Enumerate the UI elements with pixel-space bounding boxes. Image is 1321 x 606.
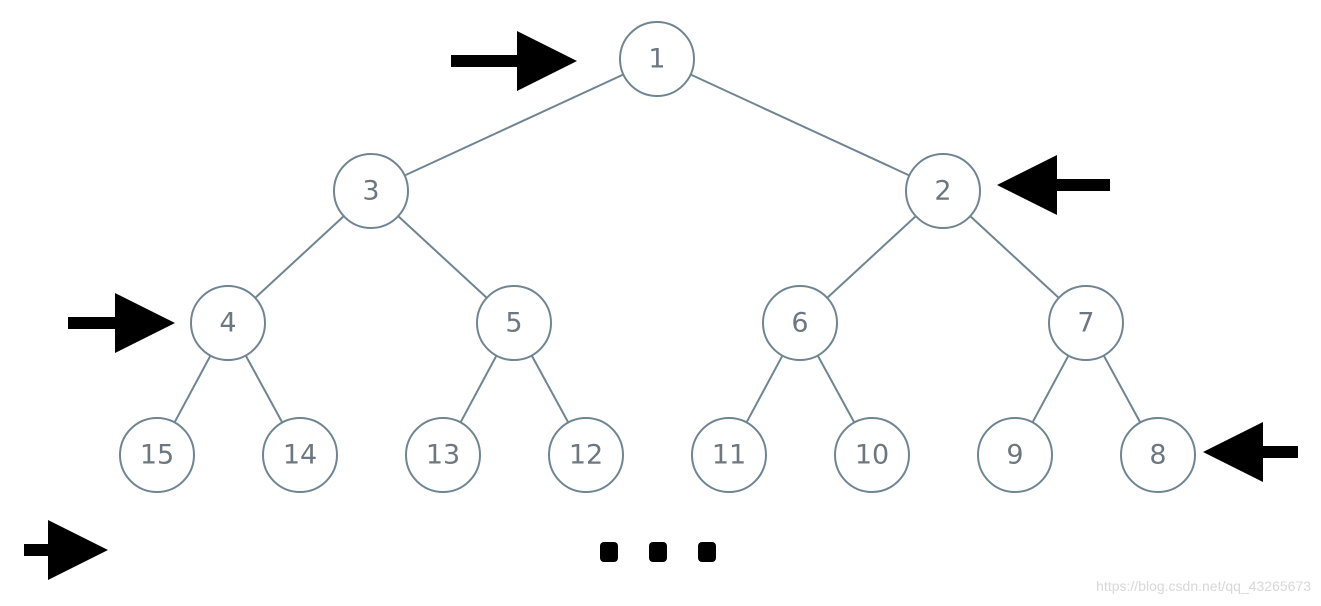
tree-node-label: 6 bbox=[791, 308, 808, 339]
ellipsis-dot bbox=[600, 542, 618, 562]
tree-node: 2 bbox=[905, 153, 981, 229]
tree-node: 11 bbox=[691, 417, 767, 493]
tree-node-label: 8 bbox=[1149, 440, 1166, 471]
tree-node-circle bbox=[405, 417, 481, 493]
tree-edge bbox=[826, 215, 917, 299]
tree-node-label: 14 bbox=[283, 440, 317, 471]
tree-edge bbox=[254, 215, 345, 299]
tree-node: 12 bbox=[548, 417, 624, 493]
tree-node-circle bbox=[977, 417, 1053, 493]
tree-node-label: 13 bbox=[426, 440, 460, 471]
tree-node: 14 bbox=[262, 417, 338, 493]
arrow-right-icon bbox=[68, 293, 175, 353]
tree-edge bbox=[173, 355, 212, 423]
tree-edge bbox=[816, 355, 856, 423]
arrow-left-icon bbox=[1203, 422, 1298, 482]
tree-node: 9 bbox=[977, 417, 1053, 493]
arrow-right-icon bbox=[24, 520, 108, 580]
tree-node: 5 bbox=[476, 285, 552, 361]
tree-edge bbox=[1102, 355, 1142, 423]
tree-node-label: 7 bbox=[1077, 308, 1094, 339]
tree-node-circle bbox=[190, 285, 266, 361]
tree-node: 10 bbox=[834, 417, 910, 493]
tree-node-circle bbox=[119, 417, 195, 493]
tree-node-label: 11 bbox=[712, 440, 746, 471]
tree-edge bbox=[1031, 355, 1070, 423]
tree-node-label: 9 bbox=[1006, 440, 1023, 471]
tree-node-circle bbox=[548, 417, 624, 493]
tree-node-label: 5 bbox=[505, 308, 522, 339]
tree-node: 15 bbox=[119, 417, 195, 493]
arrow-left-icon bbox=[997, 155, 1110, 215]
arrow-right-icon bbox=[451, 31, 577, 91]
tree-edge bbox=[530, 355, 570, 423]
tree-node: 4 bbox=[190, 285, 266, 361]
tree-edge bbox=[745, 355, 784, 423]
tree-node-circle bbox=[262, 417, 338, 493]
tree-node-circle bbox=[333, 153, 409, 229]
tree-edge bbox=[404, 73, 624, 177]
tree-node: 1 bbox=[619, 21, 695, 97]
tree-node-circle bbox=[476, 285, 552, 361]
tree-node-label: 4 bbox=[219, 308, 236, 339]
tree-node-circle bbox=[619, 21, 695, 97]
tree-node-circle bbox=[1048, 285, 1124, 361]
tree-node: 6 bbox=[762, 285, 838, 361]
tree-node-circle bbox=[762, 285, 838, 361]
tree-node-circle bbox=[691, 417, 767, 493]
tree-node: 3 bbox=[333, 153, 409, 229]
tree-edge bbox=[459, 355, 498, 423]
tree-node-label: 1 bbox=[648, 44, 665, 75]
tree-node-label: 12 bbox=[569, 440, 603, 471]
tree-node-label: 3 bbox=[362, 176, 379, 207]
tree-node-circle bbox=[905, 153, 981, 229]
tree-node: 8 bbox=[1120, 417, 1196, 493]
ellipsis-dots bbox=[600, 542, 716, 562]
level-arrows bbox=[24, 31, 1298, 580]
ellipsis-dot bbox=[649, 542, 667, 562]
tree-edge bbox=[244, 355, 284, 423]
tree-node-circle bbox=[1120, 417, 1196, 493]
tree-node-label: 15 bbox=[140, 440, 174, 471]
tree-edge bbox=[690, 73, 910, 177]
tree-node-label: 2 bbox=[934, 176, 951, 207]
tree-node: 13 bbox=[405, 417, 481, 493]
tree-edge bbox=[969, 215, 1060, 299]
tree-node-circle bbox=[834, 417, 910, 493]
tree-edge bbox=[397, 215, 488, 299]
tree-node-label: 10 bbox=[855, 440, 889, 471]
ellipsis-dot bbox=[698, 542, 716, 562]
tree-node: 7 bbox=[1048, 285, 1124, 361]
tree-edges bbox=[173, 73, 1142, 423]
watermark-text: https://blog.csdn.net/qq_43265673 bbox=[1096, 578, 1311, 594]
